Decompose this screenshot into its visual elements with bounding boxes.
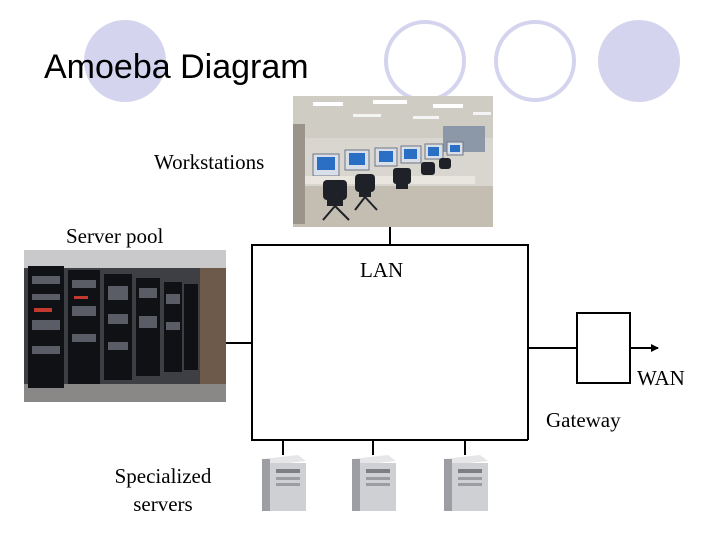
decor-circle-4	[598, 20, 680, 102]
wan-label: WAN	[637, 366, 685, 390]
specialized-servers-label: Specialized servers	[104, 462, 222, 518]
slide-title: Amoeba Diagram	[44, 48, 309, 86]
lan-bus	[251, 244, 529, 441]
server-pool-photo	[24, 250, 226, 402]
decor-circle-3	[494, 20, 576, 102]
specialized-server-1	[262, 455, 306, 511]
specialized-server-2	[352, 455, 396, 511]
specialized-server-3	[444, 455, 488, 511]
specialized-servers-line1: Specialized	[114, 464, 212, 488]
decor-circle-2	[384, 20, 466, 102]
gateway-label: Gateway	[546, 408, 621, 432]
specialized-servers-line2: servers	[133, 492, 193, 516]
decor-circle-1	[84, 20, 166, 102]
workstations-label: Workstations	[154, 150, 265, 174]
workstations-photo	[293, 96, 493, 227]
server-pool-label: Server pool	[66, 224, 164, 248]
lan-label: LAN	[360, 258, 404, 282]
gateway-box	[576, 312, 631, 384]
